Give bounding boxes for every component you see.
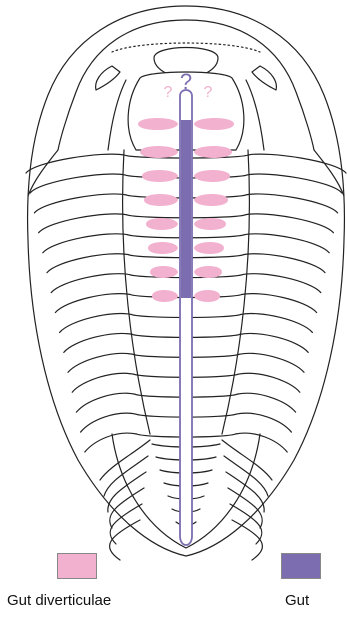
gut-filled-region [181, 120, 191, 298]
question-mark-left: ? [164, 84, 173, 101]
question-mark-right: ? [204, 84, 213, 101]
question-mark-center: ? [180, 69, 192, 94]
legend-label-gut: Gut [285, 592, 309, 609]
legend-label-gut-diverticulae: Gut diverticulae [7, 592, 111, 609]
legend-swatch-gut-diverticulae [57, 553, 97, 579]
legend-swatch-gut [281, 553, 321, 579]
